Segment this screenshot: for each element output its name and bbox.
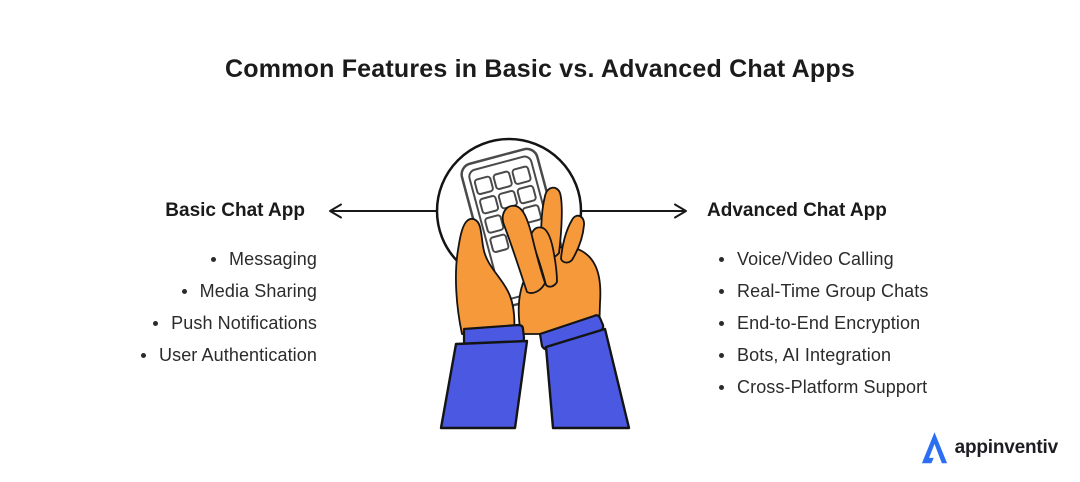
feature-list-item: Bots, AI Integration [719,339,929,371]
left-arrowhead-icon [329,203,342,219]
feature-list-item: Media Sharing [141,275,317,307]
feature-list-item: Push Notifications [141,307,317,339]
bullet-icon [719,352,724,358]
brand-name: appinventiv [954,437,1059,458]
bullet-icon [719,288,724,294]
feature-label: User Authentication [159,344,317,365]
feature-label: End-to-End Encryption [737,312,921,333]
appinventiv-logo-icon [921,432,947,464]
feature-label: Media Sharing [199,280,317,301]
right-sleeve [544,327,631,430]
feature-list-item: End-to-End Encryption [719,307,929,339]
basic-feature-list: Messaging Media Sharing Push Notificatio… [141,243,317,371]
advanced-chat-app-column: Advanced Chat App Voice/Video Calling Re… [707,198,929,403]
feature-label: Real-Time Group Chats [737,280,929,301]
basic-chat-app-column: Basic Chat App Messaging Media Sharing P… [141,198,317,371]
advanced-chat-app-heading: Advanced Chat App [707,200,887,221]
bullet-icon [719,320,724,326]
bullet-icon [181,288,187,294]
feature-list-item: Cross-Platform Support [719,371,929,403]
feature-label: Bots, AI Integration [737,344,892,365]
feature-label: Messaging [229,248,317,269]
left-sleeve [439,339,529,430]
brand-logo: appinventiv [921,430,1058,466]
bullet-icon [211,256,217,262]
bullet-icon [719,384,724,390]
bullet-icon [719,256,724,262]
advanced-feature-list: Voice/Video Calling Real-Time Group Chat… [707,243,929,403]
page-title: Common Features in Basic vs. Advanced Ch… [225,55,855,83]
feature-label: Cross-Platform Support [737,376,928,397]
feature-list-item: Voice/Video Calling [719,243,929,275]
bullet-icon [141,352,146,358]
feature-list-item: User Authentication [141,339,317,371]
feature-list-item: Real-Time Group Chats [719,275,929,307]
basic-chat-app-heading: Basic Chat App [165,200,305,221]
feature-label: Voice/Video Calling [737,248,894,269]
feature-list-item: Messaging [141,243,317,275]
right-hand-pinky-finger [560,214,585,264]
right-hand-index-finger [501,204,546,294]
bullet-icon [153,320,159,326]
right-arrowhead-icon [674,203,687,219]
left-hand-icon [455,217,516,335]
feature-label: Push Notifications [171,312,317,333]
